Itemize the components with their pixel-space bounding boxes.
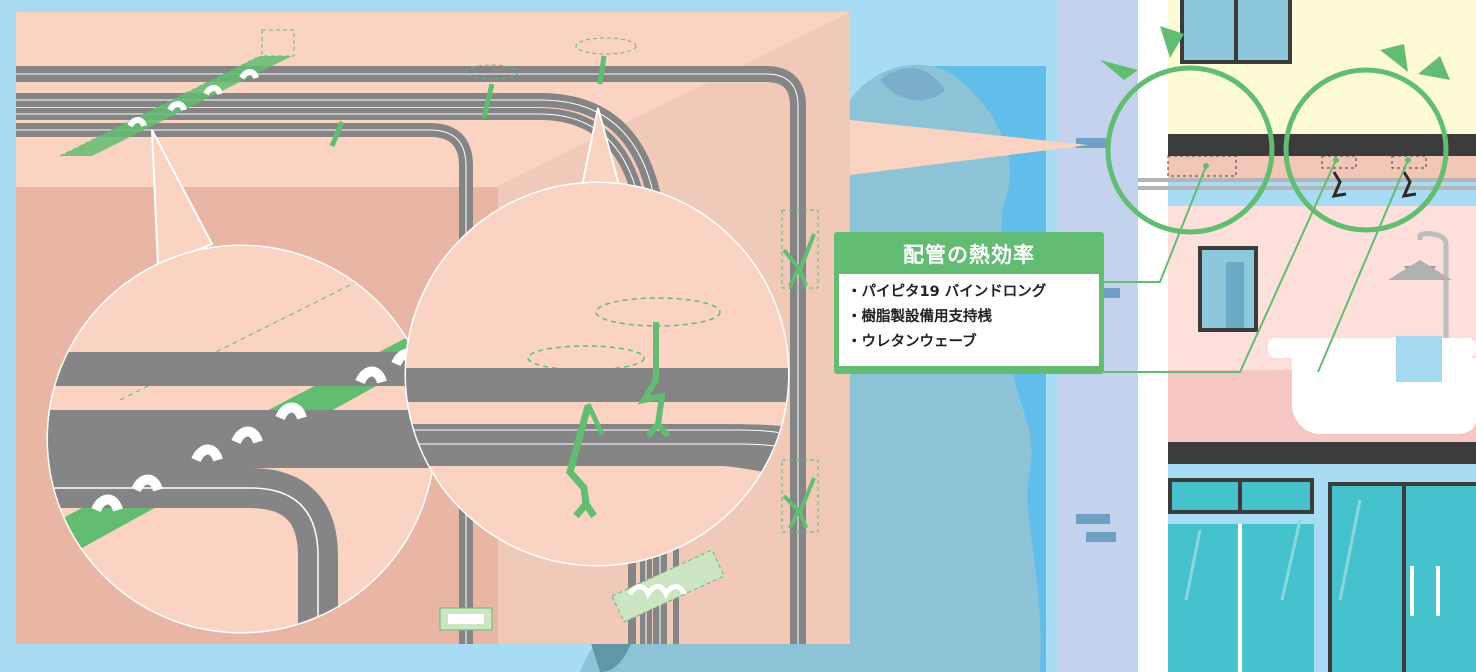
legend-title: 配管の熱効率 [903,243,1035,267]
legend-item: ・樹脂製設備用支持桟 [847,309,992,325]
legend-item: ・ウレタンウェーブ [847,334,977,350]
legend-list: ・パイピタ19 バインドロング ・樹脂製設備用支持桟 ・ウレタンウェーブ [839,274,1099,366]
magnifier-hanger-detail [404,107,790,567]
dashed-mount-plate-icon [575,37,637,55]
bathtub-icon [1268,338,1476,358]
legend-item: ・パイピタ19 バインドロング [847,284,1047,300]
building-callouts [1100,26,1450,373]
support-brackets [59,29,819,631]
legend-box: 配管の熱効率 ・パイピタ19 バインドロング ・樹脂製設備用支持桟 ・ウレタンウ… [834,232,1104,374]
zoom-wedge [850,120,1088,175]
magnifier-bundle-detail [46,129,436,634]
